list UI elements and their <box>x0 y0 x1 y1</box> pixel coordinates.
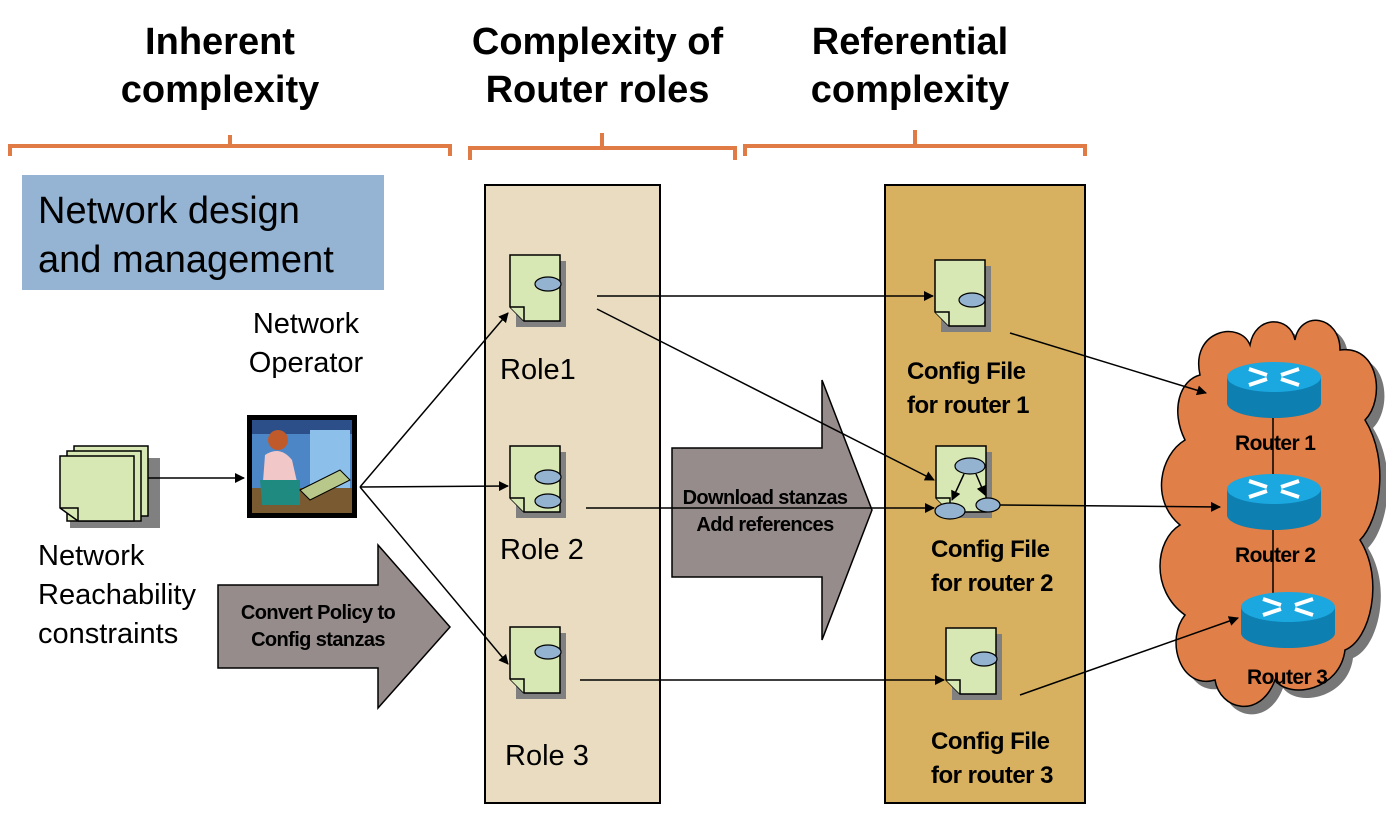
design-box-line2: and management <box>38 239 334 281</box>
connectors <box>148 291 1239 696</box>
role2-doc-icon <box>509 445 567 519</box>
header-inherent-line1: Inherent <box>145 21 295 63</box>
router2-label: Router 2 <box>1235 544 1316 567</box>
constraints-line3: constraints <box>38 618 179 650</box>
router3-icon <box>1239 590 1337 650</box>
arrow-operator-to-role1 <box>359 312 509 488</box>
config3-line1: Config File <box>931 728 1050 755</box>
header-roles-line2: Router roles <box>485 69 710 111</box>
convert-arrow-shape <box>217 543 452 710</box>
config2-label: Config File for router 2 <box>931 533 1054 601</box>
convert-arrow-label: Convert Policy to Config stanzas <box>218 600 418 654</box>
operator-label: Network Operator <box>236 305 376 383</box>
arrow-role1-to-config2 <box>596 308 935 481</box>
convert-line2: Config stanzas <box>251 629 385 651</box>
arrow-config3-to-router3 <box>1019 616 1239 696</box>
header-roles-line1: Complexity of <box>471 21 724 63</box>
network-operator-icon <box>247 415 357 518</box>
header-ref-line2: complexity <box>810 69 1010 111</box>
header-router-roles: Complexity of Router roles <box>445 18 750 114</box>
download-line1: Download stanzas <box>682 487 848 509</box>
design-box-line1: Network design <box>38 190 300 232</box>
design-box-bg <box>22 175 384 290</box>
role2-label: Role 2 <box>500 534 584 566</box>
router1-label: Router 1 <box>1235 432 1316 455</box>
bracket-referential <box>743 130 1087 156</box>
download-line2: Add references <box>696 514 834 536</box>
config2-doc-icon <box>934 445 1001 520</box>
config3-doc-icon <box>945 627 1003 701</box>
config1-line2: for router 1 <box>907 392 1030 419</box>
role3-doc-icon <box>509 626 567 700</box>
config2-line1: Config File <box>931 536 1050 563</box>
convert-line1: Convert Policy to <box>240 602 396 624</box>
arrow-config1-to-router1 <box>1009 332 1207 396</box>
router1-icon <box>1225 360 1323 420</box>
router2-icon <box>1225 472 1323 532</box>
config3-line2: for router 3 <box>931 762 1054 789</box>
design-box-title: Network design and management <box>38 187 334 285</box>
config1-doc-icon <box>934 259 992 333</box>
role1-label: Role1 <box>500 354 576 386</box>
config1-label: Config File for router 1 <box>907 355 1030 423</box>
download-arrow-shape <box>671 379 873 641</box>
constraints-line1: Network <box>38 540 145 572</box>
config2-line2: for router 2 <box>931 570 1054 597</box>
operator-line1: Network <box>252 308 360 340</box>
constraints-docs-icon <box>59 445 160 528</box>
header-ref-line1: Referential <box>811 21 1009 63</box>
config3-label: Config File for router 3 <box>931 725 1054 793</box>
download-arrow-label: Download stanzas Add references <box>660 485 870 539</box>
arrow-operator-to-role2 <box>359 481 509 492</box>
config1-line1: Config File <box>907 358 1026 385</box>
constraints-label: Network Reachability constraints <box>38 537 196 654</box>
bracket-inherent <box>8 135 452 156</box>
arrow-config2-to-router2 <box>999 501 1221 512</box>
header-inherent-line2: complexity <box>120 69 320 111</box>
header-inherent-complexity: Inherent complexity <box>100 18 340 114</box>
constraints-line2: Reachability <box>38 579 196 611</box>
role3-label: Role 3 <box>505 740 589 772</box>
header-referential-complexity: Referential complexity <box>780 18 1040 114</box>
operator-line2: Operator <box>248 347 364 379</box>
arrow-operator-to-role3 <box>359 486 509 665</box>
router3-label: Router 3 <box>1247 666 1328 689</box>
role1-doc-icon <box>509 254 567 328</box>
bracket-roles <box>468 133 737 160</box>
